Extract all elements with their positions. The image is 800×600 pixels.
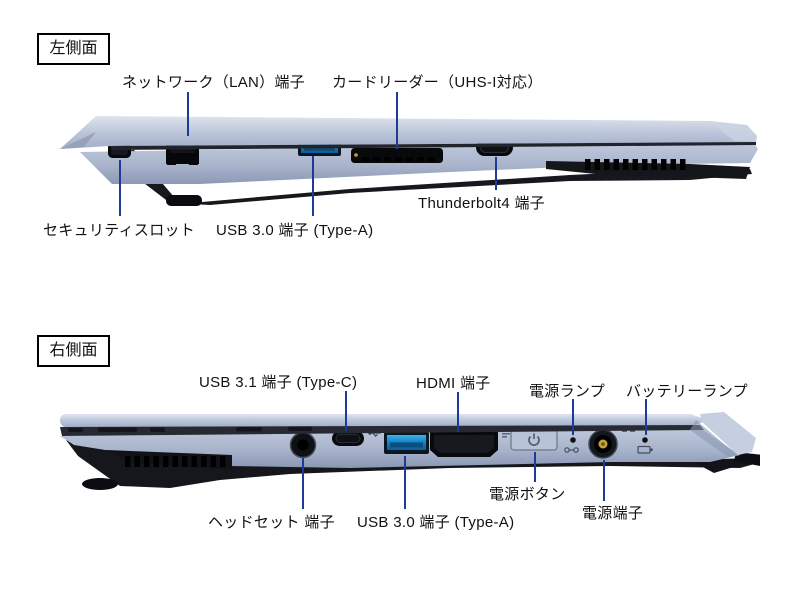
- leader-line: [345, 391, 347, 431]
- laptop-lid: [60, 116, 757, 149]
- leader-line: [396, 92, 398, 149]
- power-jack-port: [588, 429, 618, 459]
- power-lamp: [570, 437, 576, 443]
- headset-jack-port: [289, 431, 317, 459]
- usb-c-port: [332, 431, 364, 446]
- leader-line: [119, 160, 121, 216]
- hinge-wedge: [700, 412, 756, 455]
- callout-card-reader: カードリーダー（UHS-I対応）: [332, 74, 543, 91]
- power-button: [510, 429, 558, 451]
- vent-grille: [125, 456, 226, 467]
- laptop-left-side-photo: [60, 116, 758, 206]
- callout-power-button: 電源ボタン: [489, 486, 566, 503]
- leader-line: [302, 458, 304, 509]
- usb-a-port: [384, 432, 429, 454]
- rubber-foot: [82, 478, 118, 490]
- callout-security-slot: セキュリティスロット: [43, 222, 196, 239]
- power-lamp-icon: [564, 447, 579, 453]
- hdmi-port: [430, 432, 510, 457]
- leader-line: [603, 460, 605, 501]
- power-icon: [528, 433, 540, 446]
- callout-battery-lamp: バッテリーランプ: [626, 383, 748, 400]
- callout-usb31c: USB 3.1 端子 (Type-C): [199, 374, 358, 391]
- laptop-right-side-photo: [60, 412, 760, 490]
- vent-wedge: [106, 450, 232, 470]
- rubber-foot: [734, 452, 760, 466]
- card-reader-slot: [351, 148, 443, 163]
- callout-usb30-right: USB 3.0 端子 (Type-A): [357, 514, 515, 531]
- leader-line: [404, 456, 406, 509]
- leader-line: [312, 156, 314, 216]
- leader-line: [645, 399, 647, 435]
- callout-thunderbolt: Thunderbolt4 端子: [418, 195, 546, 212]
- hinge-highlight: [710, 121, 757, 142]
- section-label-left-side: 左側面: [37, 33, 110, 65]
- callout-headset: ヘッドセット 端子: [208, 514, 335, 531]
- vent-grille: [585, 159, 686, 170]
- callout-power-lamp: 電源ランプ: [529, 383, 606, 400]
- lid-seam: [60, 425, 704, 436]
- hinge-shade: [690, 420, 738, 457]
- leader-line: [572, 399, 574, 435]
- underside-tip: [690, 460, 756, 473]
- leader-line: [495, 157, 497, 190]
- battery-icon: [637, 445, 653, 454]
- rubber-foot: [166, 195, 202, 206]
- laptop-lid: [60, 414, 696, 427]
- seam-bumpers: [68, 426, 312, 432]
- section-label-right-side: 右側面: [37, 335, 110, 367]
- leader-line: [534, 452, 536, 482]
- callout-hdmi: HDMI 端子: [416, 375, 491, 392]
- callout-usb30-left: USB 3.0 端子 (Type-A): [216, 222, 374, 239]
- leader-line: [187, 92, 189, 136]
- lid-tip-shade: [60, 132, 96, 149]
- battery-lamp: [642, 437, 648, 443]
- callout-lan-port: ネットワーク（LAN）端子: [122, 74, 306, 91]
- lid-seam: [110, 142, 756, 150]
- callout-power-jack: 電源端子: [582, 505, 644, 522]
- leader-line: [457, 392, 459, 432]
